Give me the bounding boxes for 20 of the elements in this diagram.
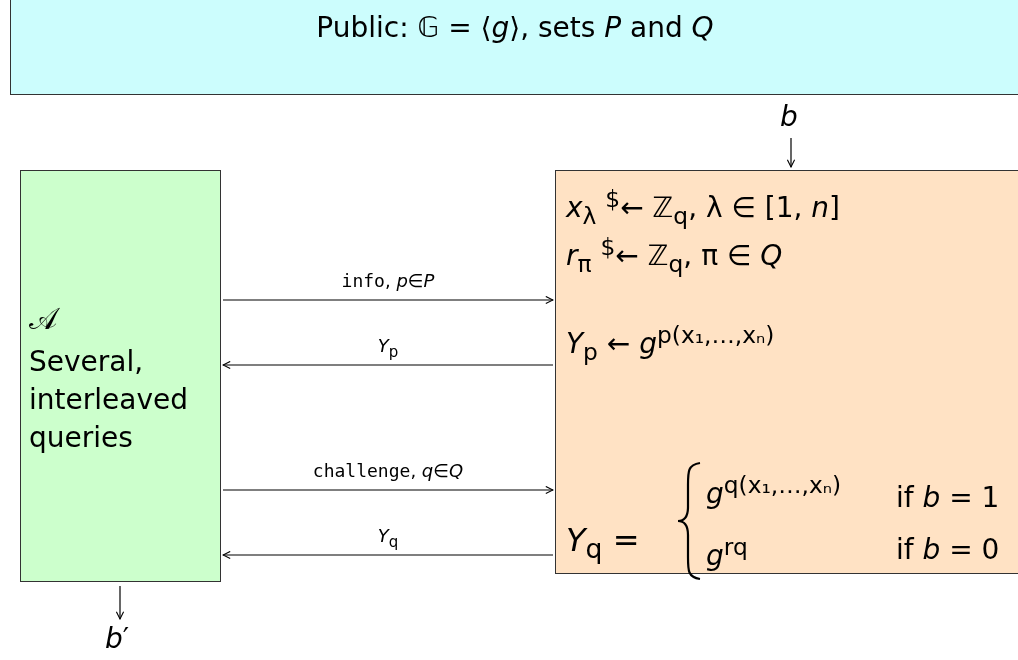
condition-text: if b = 1	[896, 481, 1000, 514]
formula: g$^{rq}$	[706, 533, 748, 573]
formula: g$^{q(x₁,…,xₙ)}$	[706, 471, 842, 511]
adversary-box	[20, 170, 221, 582]
arrow	[222, 550, 554, 560]
formula: Y$_{q}$ =	[566, 521, 640, 565]
arrow	[786, 137, 796, 168]
arrow	[222, 295, 554, 305]
bit-label: b	[780, 100, 798, 133]
public-parameters-box	[10, 0, 1018, 95]
title-text: Public: 𝔾 = ⟨g⟩, sets P and Q	[315, 11, 715, 44]
arrow	[222, 485, 554, 495]
guess-label: b′	[105, 622, 130, 655]
sampling-formula: x$_{λ}$ $^{$}$← ℤ$_{q}$, λ ∈ [1, n]	[566, 185, 840, 230]
arrow	[222, 360, 554, 370]
arrow	[115, 585, 125, 620]
formula: Y$_{p}$ ← g$^{p(x₁,…,xₙ)}$	[566, 321, 775, 366]
sampling-formula: r$_{π}$ $^{$}$← ℤ$_{q}$, π ∈ Q	[566, 233, 783, 278]
condition-text: if b = 0	[896, 533, 1000, 566]
adversary-description: Several, interleaved queries	[29, 344, 189, 456]
